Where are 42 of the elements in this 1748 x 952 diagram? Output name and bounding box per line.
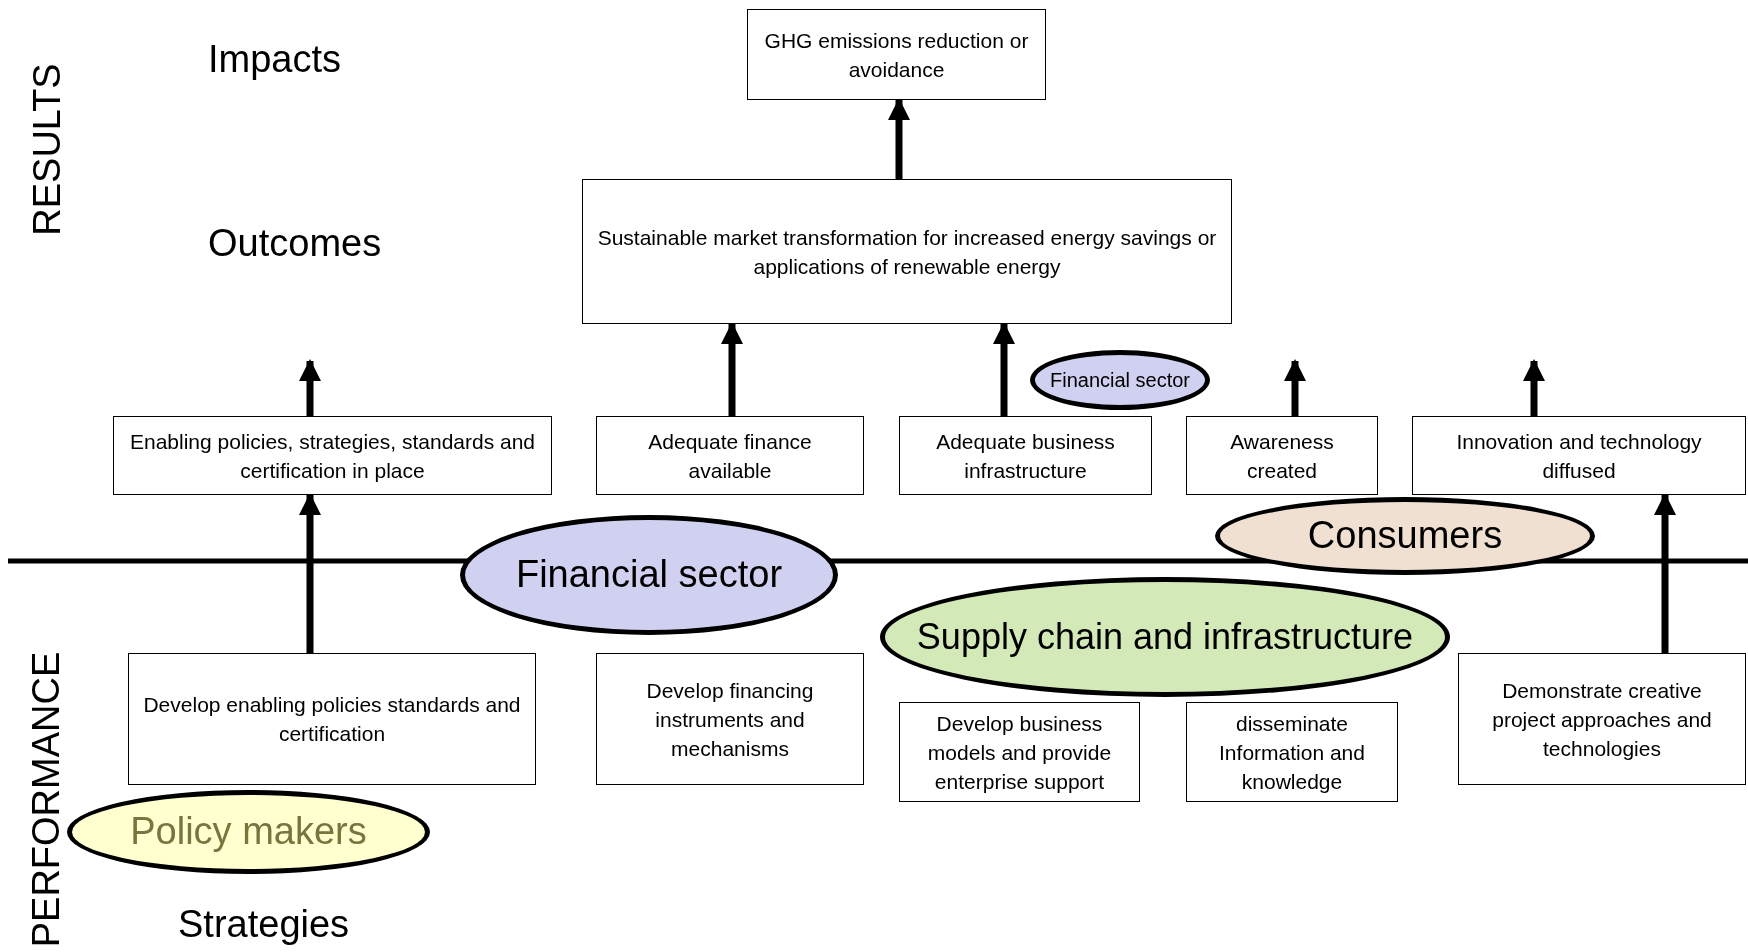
impact-box: [747, 9, 1046, 100]
output-box: [1412, 416, 1746, 495]
box-text: Demonstrate creative project approaches and technologies: [1491, 677, 1713, 762]
ellipse-label: Financial sector: [515, 552, 783, 598]
output-box: [596, 416, 864, 495]
box-text: Adequate business infrastructure: [935, 428, 1116, 484]
strategy-box: [128, 653, 536, 785]
arrow: [1523, 359, 1545, 416]
box-text: GHG emissions reduction or avoidance: [763, 27, 1030, 83]
vertical-section-label: PERFORMANCE: [25, 651, 69, 948]
arrow: [1284, 359, 1306, 416]
arrow: [993, 322, 1015, 416]
ellipse-label: Consumers: [1307, 513, 1503, 559]
arrow: [299, 359, 321, 416]
ellipse-label: Policy makers: [130, 809, 367, 855]
box-text: disseminate Information and knowledge: [1218, 710, 1366, 795]
strategy-box: [1186, 702, 1398, 802]
box-text: Innovation and technology diffused: [1455, 428, 1703, 484]
arrow: [299, 493, 321, 653]
strategy-box: [596, 653, 864, 785]
box-text: Develop business models and provide enterprise support: [926, 710, 1113, 795]
level-label: Impacts: [208, 38, 342, 81]
box-text: Awareness created: [1229, 428, 1335, 484]
ellipse-label: Financial sector: [1049, 368, 1191, 392]
level-label: Strategies: [178, 903, 350, 946]
output-box: [1186, 416, 1378, 495]
strategy-box: [1458, 653, 1746, 785]
arrow: [1654, 493, 1676, 653]
arrow: [888, 98, 910, 179]
box-text: Adequate finance available: [647, 428, 813, 484]
output-box: [113, 416, 552, 495]
vertical-section-label: RESULTS: [25, 63, 69, 236]
box-text: Enabling policies, strategies, standards and certification in place: [128, 428, 537, 484]
box-text: Develop enabling policies standards and certification: [142, 692, 522, 747]
ellipse-label: Supply chain and infrastructure: [916, 615, 1414, 659]
strategy-box: [899, 702, 1140, 802]
outcome-box: [582, 179, 1232, 324]
box-text: Develop financing instruments and mechanisms: [645, 677, 815, 762]
output-box: [899, 416, 1152, 495]
arrow: [721, 322, 743, 416]
box-text: Sustainable market transformation for increased energy savings or applications of renewable energy: [596, 224, 1218, 280]
level-label: Outcomes: [208, 222, 382, 265]
